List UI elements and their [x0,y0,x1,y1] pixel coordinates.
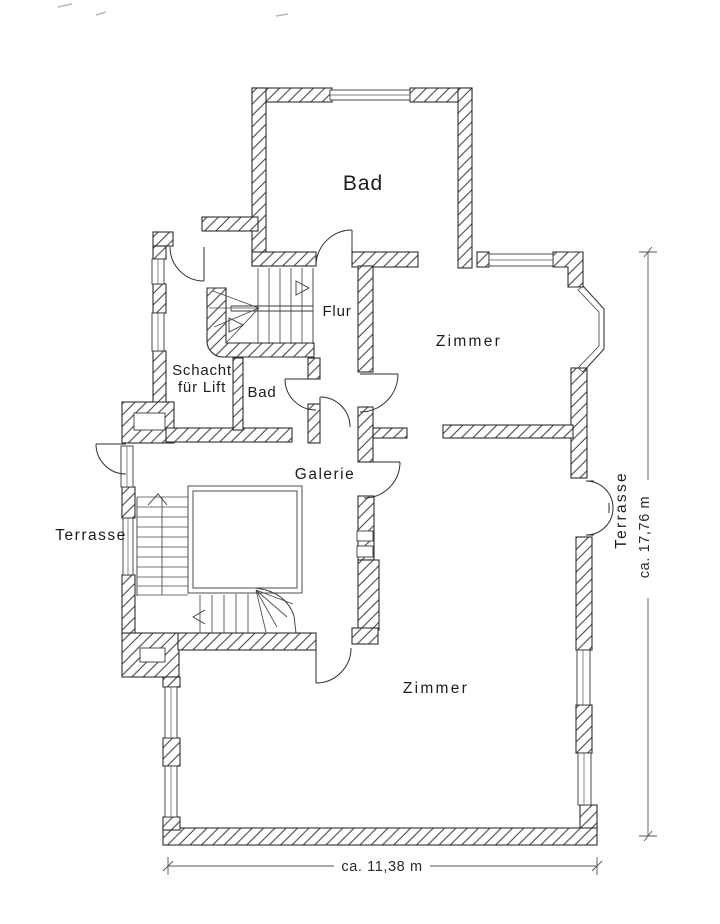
wall [232,357,244,431]
door-lobby [319,396,351,428]
room-label-schacht-line2: für Lift [178,379,226,396]
door-bad-small [284,378,317,411]
window [329,89,411,101]
dimension-label-depth: ca. 17,76 m [637,496,653,578]
wall [201,216,259,232]
wall-bay-corner [552,251,584,288]
wall [177,632,317,651]
duct-inset [133,412,166,431]
window [576,649,591,706]
wall [570,367,588,479]
dimension-bottom [162,857,603,875]
wall [251,87,267,267]
wall [357,406,374,463]
duct-inset [356,545,374,558]
room-label-galerie: Galerie [295,466,355,483]
dimension-right [639,246,657,842]
doors [95,229,614,684]
dimension-label-width: ca. 11,38 m [341,859,422,875]
wall [351,627,379,645]
stair-direction-arrow [192,609,206,625]
door-flur-south [359,373,399,413]
room-label-schacht-line1: Schacht [172,362,232,379]
window [151,312,165,352]
wall-insets [133,412,374,663]
labels: Bad Flur Zimmer Schacht für Lift Bad Gal… [55,172,653,875]
room-label-bad-top: Bad [343,172,383,195]
door-vestibule [169,246,205,282]
wall [121,486,136,519]
window [122,517,134,576]
french-doors-terrasse-east [585,480,614,536]
room-label-terrasse-right: Terrasse [613,471,630,549]
bay-window [577,285,605,373]
stair-direction-arrow [147,493,168,506]
door-zimmer-lower [315,647,352,684]
wall [162,827,598,846]
wall [357,265,374,373]
room-label-terrasse-left: Terrasse [55,527,126,544]
wall-stair-enclosure [206,287,315,358]
wall [162,737,181,767]
window [488,253,554,267]
wall [357,559,380,631]
window [164,686,178,739]
wall [372,427,408,439]
door-terrasse-west [95,443,127,475]
room-label-flur: Flur [322,303,351,320]
terrace-door-glazing [120,445,134,488]
stair-direction-arrow [295,280,310,296]
wall [152,283,167,314]
wall [121,574,136,634]
wall [575,704,593,754]
gallery-void-outline [187,485,303,594]
wall [162,676,181,688]
room-label-bad-small: Bad [247,384,276,401]
scan-marks [57,3,289,17]
wall [351,251,419,268]
wall [152,245,167,260]
gallery-void-outline-inner [192,490,298,589]
wall [251,251,317,267]
wall [442,424,574,439]
window [577,752,592,806]
stair-direction-arrow [228,317,245,333]
room-label-zimmer-upper: Zimmer [436,333,502,350]
wall [152,231,174,247]
room-label-zimmer-lower: Zimmer [403,680,469,697]
stairs-upper [209,268,314,344]
wall [579,804,598,832]
wall [476,251,490,268]
stairs-lower [136,485,303,634]
duct-inset [139,647,166,663]
window [164,765,178,818]
wall [165,427,293,443]
windows [120,89,592,818]
wall [307,357,321,380]
duct-inset [356,530,374,542]
wall [457,87,473,269]
walls [121,87,598,846]
window [151,258,165,285]
wall [162,816,181,831]
wall [152,350,167,404]
door-galerie-east [363,461,401,499]
wall [575,536,593,651]
door-bad-top [315,229,353,267]
